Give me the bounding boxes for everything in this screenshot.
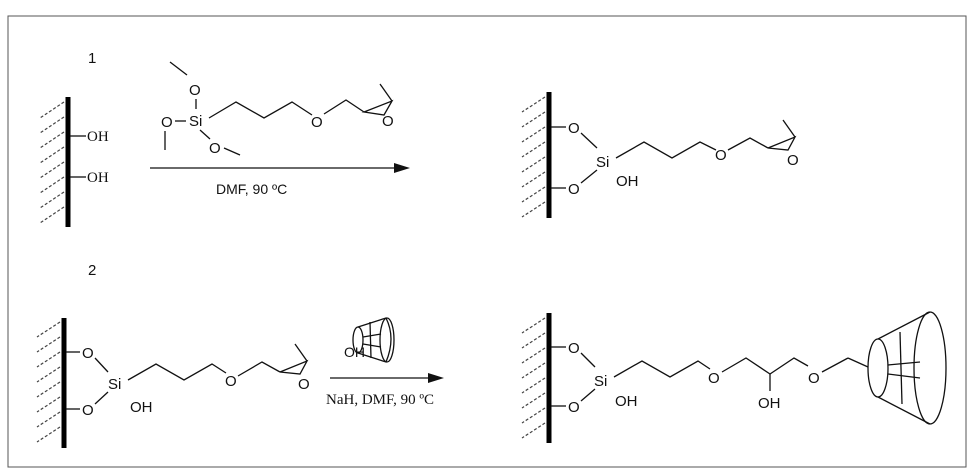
siloxane-oxygen-label: O <box>568 399 580 416</box>
silicon-label: Si <box>189 113 202 130</box>
ether-oxygen-label: O <box>225 373 237 390</box>
step-2-reagent-cyclodextrin: OH <box>344 317 395 363</box>
hydroxyl-label: OH <box>87 129 109 145</box>
step-2-product: O O Si OH O OH O <box>521 313 869 443</box>
step-2-number: 2 <box>88 262 96 279</box>
silanol-label: OH <box>615 393 638 410</box>
siloxane-oxygen-label: O <box>568 120 580 137</box>
ether-oxygen-label: O <box>708 370 720 387</box>
hydroxyl-label: OH <box>87 170 109 186</box>
step-1-number: 1 <box>88 50 96 67</box>
epoxide-oxygen-label: O <box>787 152 799 169</box>
product-cyclodextrin-cone <box>867 311 947 425</box>
step-1-reagent-silane: O Si O O O O <box>161 61 394 157</box>
methoxy-oxygen-label: O <box>209 140 221 157</box>
siloxane-oxygen-label: O <box>82 402 94 419</box>
silicon-label: Si <box>594 373 607 390</box>
step-1-start-surface: OH OH <box>39 97 109 227</box>
epoxide-oxygen-label: O <box>298 376 310 393</box>
silicon-label: Si <box>596 154 609 171</box>
ether-oxygen-label: O <box>311 114 323 131</box>
ether-oxygen-label: O <box>808 370 820 387</box>
siloxane-oxygen-label: O <box>568 340 580 357</box>
step-1-reaction-arrow: DMF, 90 ºC <box>150 163 410 197</box>
silicon-label: Si <box>108 376 121 393</box>
cyclodextrin-hydroxyl-label: OH <box>344 344 365 360</box>
step-2-conditions: NaH, DMF, 90 ºC <box>326 392 434 408</box>
silanol-label: OH <box>616 173 639 190</box>
siloxane-oxygen-label: O <box>82 345 94 362</box>
step-1-product: O O Si OH O O <box>521 92 799 218</box>
step-1-conditions: DMF, 90 ºC <box>216 181 287 197</box>
methoxy-oxygen-label: O <box>189 82 201 99</box>
ether-oxygen-label: O <box>715 147 727 164</box>
figure-frame <box>7 15 967 468</box>
step-2-reaction-arrow: NaH, DMF, 90 ºC <box>326 373 444 408</box>
hydroxyl-label: OH <box>758 395 781 412</box>
step-2-start-surface: O O Si OH O O <box>36 318 310 448</box>
epoxide-oxygen-label: O <box>382 113 394 130</box>
silanol-label: OH <box>130 399 153 416</box>
methoxy-oxygen-label: O <box>161 114 173 131</box>
siloxane-oxygen-label: O <box>568 181 580 198</box>
